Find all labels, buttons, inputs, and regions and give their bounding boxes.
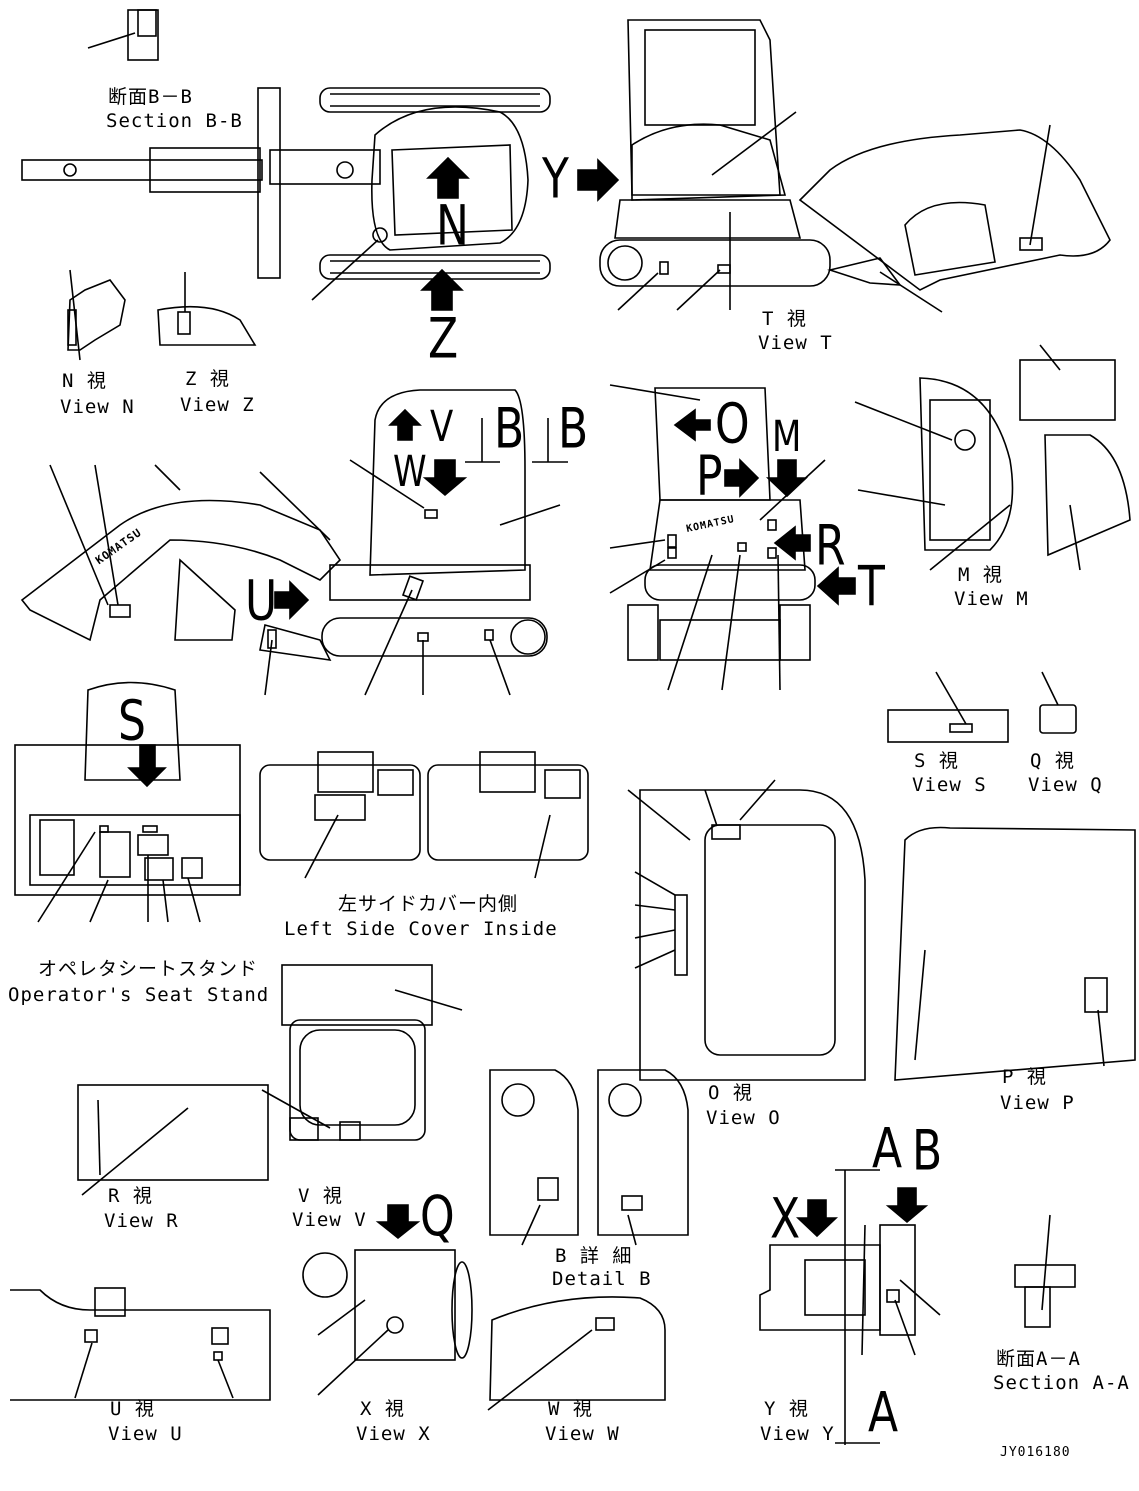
caption-view-r-en: View R — [104, 1210, 179, 1232]
marker-u: U — [245, 569, 278, 634]
marker-x: X — [770, 1187, 801, 1252]
caption-section-aa-jp: 断面A－A — [996, 1348, 1081, 1370]
view-v-detail — [261, 964, 463, 1141]
arrow-r — [773, 525, 811, 561]
view-x-detail — [302, 1249, 473, 1396]
caption-view-q-en: View Q — [1028, 774, 1103, 796]
caption-view-z-en: View Z — [180, 394, 255, 416]
marker-w: W — [393, 447, 427, 497]
caption-section-bb-jp: 断面B－B — [108, 86, 193, 108]
caption-view-x-jp: X 視 — [360, 1398, 405, 1420]
caption-left-cover-jp: 左サイドカバー内側 — [338, 893, 519, 915]
caption-seat-stand-jp: オペレタシートスタンド — [38, 958, 259, 980]
arrow-v — [388, 408, 422, 441]
seat-view-detail — [14, 681, 241, 923]
caption-view-w-jp: W 視 — [548, 1398, 593, 1420]
caption-seat-stand-en: Operator's Seat Stand — [8, 984, 270, 1006]
side-view-machine — [599, 19, 1111, 313]
view-y-detail — [759, 1169, 941, 1445]
caption-view-s-jp: S 視 — [914, 750, 959, 772]
caption-view-v-jp: V 視 — [298, 1185, 343, 1207]
caption-section-bb-en: Section B-B — [106, 110, 243, 132]
arrow-u — [274, 580, 310, 620]
caption-view-x-en: View X — [356, 1423, 431, 1445]
caption-view-y-jp: Y 視 — [764, 1398, 809, 1420]
caption-view-p-en: View P — [1000, 1092, 1075, 1114]
marker-s: S — [118, 689, 146, 754]
detail-b-drawing — [489, 1069, 689, 1246]
marker-n: N — [436, 194, 469, 259]
marker-v: V — [430, 402, 454, 452]
caption-view-o-jp: O 視 — [708, 1082, 753, 1104]
arrow-s — [127, 744, 167, 788]
caption-view-u-jp: U 視 — [110, 1398, 155, 1420]
arrow-z — [420, 268, 464, 311]
marker-r: R — [815, 514, 846, 579]
view-r-detail — [77, 1084, 269, 1196]
marker-a-bottom: A — [868, 1381, 899, 1446]
marker-y: Y — [542, 147, 569, 212]
marker-p: P — [696, 444, 723, 509]
caption-view-t-jp: T 視 — [762, 308, 807, 330]
view-o-detail — [627, 779, 866, 1081]
arrow-t — [816, 566, 856, 606]
drawing-code: JY016180 — [1000, 1445, 1071, 1460]
arrow-q — [375, 1204, 421, 1240]
view-u-detail — [10, 1287, 271, 1401]
arrow-w — [422, 459, 468, 497]
rear-view-machine — [609, 384, 826, 691]
view-m-detail — [854, 344, 1131, 571]
top-view-machine — [21, 9, 551, 301]
marker-b2: B — [558, 397, 589, 462]
view-q-detail — [1039, 671, 1077, 734]
caption-view-m-en: View M — [954, 588, 1029, 610]
left-cover-detail — [259, 751, 589, 879]
view-n-detail — [67, 269, 126, 361]
caption-view-n-jp: N 視 — [62, 370, 107, 392]
view-p-detail — [894, 826, 1136, 1081]
caption-view-n-en: View N — [60, 396, 135, 418]
left-side-machine — [20, 389, 561, 696]
section-aa-detail — [1014, 1214, 1076, 1328]
caption-view-z-jp: Z 視 — [185, 368, 230, 390]
caption-view-s-en: View S — [912, 774, 987, 796]
arrow-y — [577, 158, 620, 202]
caption-view-o-en: View O — [706, 1107, 781, 1129]
arrow-o — [673, 408, 711, 442]
caption-view-u-en: View U — [108, 1423, 183, 1445]
view-w-detail — [487, 1296, 666, 1411]
arrow-p — [724, 458, 760, 498]
caption-view-w-en: View W — [545, 1423, 620, 1445]
marker-a-top: A — [872, 1117, 903, 1182]
marker-m: M — [772, 412, 802, 462]
marker-z: Z — [428, 307, 459, 372]
marker-q: Q — [420, 1185, 455, 1250]
caption-left-cover-en: Left Side Cover Inside — [284, 918, 558, 940]
caption-view-r-jp: R 視 — [108, 1185, 153, 1207]
caption-view-t-en: View T — [758, 332, 833, 354]
caption-section-aa-en: Section A-A — [993, 1372, 1130, 1394]
view-s-detail — [887, 671, 1009, 743]
caption-detail-b-jp: B 詳 細 — [555, 1245, 633, 1267]
caption-view-q-jp: Q 視 — [1030, 750, 1075, 772]
arrow-n — [426, 156, 470, 199]
marker-b1: B — [494, 397, 525, 462]
arrow-b — [885, 1187, 929, 1224]
caption-view-p-jp: P 視 — [1002, 1066, 1047, 1088]
arrow-m — [765, 459, 809, 498]
caption-view-m-jp: M 視 — [958, 564, 1003, 586]
view-z-detail — [157, 272, 257, 346]
marker-o: O — [715, 392, 750, 457]
arrow-x — [795, 1199, 839, 1238]
marker-b-top: B — [912, 1119, 943, 1184]
marker-t: T — [858, 555, 885, 620]
caption-view-v-en: View V — [292, 1209, 367, 1231]
caption-view-y-en: View Y — [760, 1423, 835, 1445]
caption-detail-b-en: Detail B — [552, 1268, 652, 1290]
